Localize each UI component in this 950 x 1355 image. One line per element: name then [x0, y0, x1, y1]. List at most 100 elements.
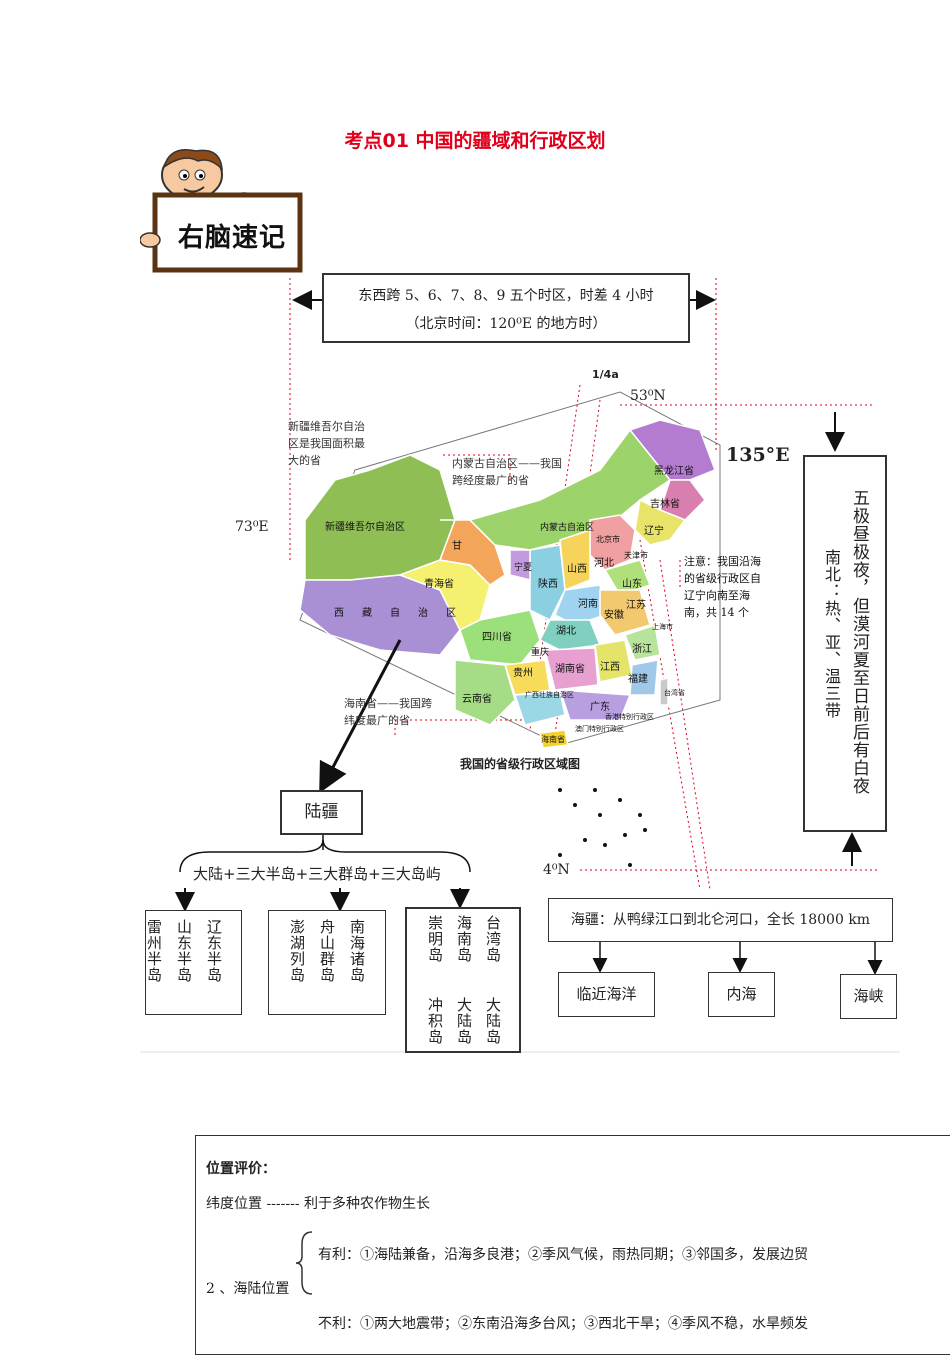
evaluation-cons: 不利：①两大地震带；②东南沿海多台风；③西北干旱；④季风不稳，水旱频发: [318, 1316, 808, 1332]
region-hubei: [538, 619, 602, 651]
province-label: 安徽: [604, 610, 624, 621]
province-label: 青海省: [424, 579, 454, 590]
island-type: 大陆岛: [455, 997, 473, 1045]
province-label: 山西: [567, 564, 587, 575]
region-hunan: [544, 647, 599, 691]
province-label: 广东: [590, 702, 610, 713]
province-label: 重庆: [531, 648, 550, 658]
evaluation-brace: [296, 1231, 313, 1295]
label-quarter: 1/4a: [592, 368, 619, 381]
page-title: 考点01 中国的疆域和行政区划: [344, 130, 606, 152]
evaluation-label: 2 、海陆位置: [206, 1281, 290, 1297]
region-taiwan: [659, 677, 669, 706]
province-label: 江西: [600, 662, 620, 673]
province-label: 河北: [594, 558, 614, 569]
peninsula-item: 辽东半岛: [205, 919, 223, 983]
archipelago-item: 舟山群岛: [318, 919, 336, 983]
china-map: [299, 419, 716, 749]
province-label: 四川省: [482, 632, 512, 643]
region-jilin: [659, 479, 706, 521]
sea-item: 海峡: [853, 987, 884, 1005]
timezone-box: 东西跨 5、6、7、8、9 五个时区，时差 4 小时 （北京时间：120⁰E 的…: [322, 273, 690, 343]
region-zhejiang: [624, 624, 661, 661]
province-label: 黑龙江省: [654, 466, 694, 477]
province-label: 天津市: [624, 551, 648, 560]
polar-sub-text: 南北：热、亚、温三带: [822, 549, 841, 719]
brand-sign-text: 右脑速记: [177, 223, 286, 253]
timezone-line2: （北京时间：120⁰E 的地方时）: [405, 316, 607, 332]
polar-box: 五极昼极夜，但漠河夏至日前后有白夜 南北：热、亚、温三带: [803, 455, 887, 832]
archipelago-item: 南海诸岛: [348, 919, 366, 983]
province-label: 河南: [578, 599, 598, 610]
island-type: 冲积岛: [426, 997, 444, 1045]
note-xinjiang: 新疆维吾尔自治区是我国面积最大的省: [288, 420, 365, 467]
note-hainan: 海南省——我国跨纬度最广的省: [344, 697, 432, 727]
province-label: 江苏: [626, 600, 646, 611]
note-coastal: 注意：我国沿海的省级行政区自辽宁向南至海南，共 14 个: [684, 555, 761, 619]
province-label: 陕西: [538, 579, 558, 590]
province-label: 西藏自治区: [334, 608, 474, 619]
island-type: 大陆岛: [484, 997, 502, 1045]
province-label: 新疆维吾尔自治区: [325, 522, 405, 533]
land-box: 陆疆: [280, 790, 363, 835]
region-xizang: [299, 574, 461, 656]
province-label: 甘: [452, 541, 462, 552]
peninsula-item: 山东半岛: [175, 919, 193, 983]
sea-title: 海疆：从鸭绿江口到北仑河口，全长 18000 km: [570, 912, 871, 928]
land-brace: [179, 839, 471, 873]
region-shaanxi: [529, 544, 566, 622]
evaluation-latitude: 纬度位置 ------- 利于多种农作物生长: [206, 1196, 431, 1212]
province-label: 吉林省: [650, 499, 680, 510]
province-label: 海南省: [541, 735, 565, 744]
province-label: 宁夏: [514, 563, 533, 573]
label-53n: 53⁰N: [630, 388, 666, 404]
province-label: 北京市: [596, 535, 620, 544]
region-anhui-jiangsu: [599, 589, 651, 636]
province-label: 香港特别行政区: [605, 713, 654, 721]
region-hainan: [539, 729, 569, 749]
province-label: 广西壮族自治区: [525, 691, 574, 699]
province-label: 浙江: [632, 644, 652, 655]
region-yunnan: [454, 659, 516, 726]
province-label: 贵州: [513, 668, 533, 679]
label-4n: 4⁰N: [543, 862, 570, 878]
province-label: 福建: [628, 674, 648, 685]
island-name: 海南岛: [455, 915, 473, 963]
island-name: 崇明岛: [426, 915, 444, 963]
map-frame: [299, 391, 721, 746]
province-label: 上海市: [652, 623, 673, 631]
province-label: 湖南省: [555, 664, 585, 675]
map-caption: 我国的省级行政区域图: [460, 757, 581, 771]
sea-item: 临近海洋: [576, 985, 637, 1003]
evaluation-heading: 位置评价：: [206, 1161, 276, 1177]
province-label: 辽宁: [644, 526, 664, 537]
peninsula-item: 雷州半岛: [145, 919, 163, 983]
brand-badge: 右脑速记: [140, 145, 305, 275]
sea-box: 海疆：从鸭绿江口到北仑河口，全长 18000 km: [548, 898, 893, 942]
region-neimenggu: [468, 419, 671, 551]
hainan-arrow: [319, 639, 402, 794]
cartoon-kid-icon: [140, 149, 303, 273]
land-formula: 大陆+三大半岛+三大群岛+三大岛屿: [193, 865, 441, 883]
province-label: 湖北: [556, 626, 576, 637]
label-73e: 73⁰E: [235, 519, 269, 535]
region-guangdong: [558, 689, 632, 721]
region-shandong: [603, 559, 651, 596]
south-sea-islands: [558, 788, 647, 867]
sea-item-box: 海峡: [840, 974, 897, 1019]
polar-main-text: 五极昼极夜，但漠河夏至日前后有白夜: [849, 489, 869, 795]
island-name: 台湾岛: [484, 915, 502, 963]
region-fujian: [629, 659, 659, 696]
province-label: 山东: [622, 579, 642, 590]
region-ningxia: [509, 549, 531, 581]
province-label: 澳门特别行政区: [575, 725, 624, 733]
sea-item-box: 临近海洋: [558, 972, 655, 1017]
archipelago-item: 澎湖列岛: [288, 919, 306, 983]
peninsula-box: 辽东半岛 山东半岛 雷州半岛: [145, 910, 242, 1015]
evaluation-box: 位置评价： 纬度位置 ------- 利于多种农作物生长 有利：①海陆兼备，沿海…: [195, 1135, 950, 1355]
islands-box: 台湾岛 大陆岛 海南岛 大陆岛 崇明岛 冲积岛: [405, 907, 521, 1053]
province-label: 云南省: [462, 694, 492, 705]
region-guizhou: [503, 659, 551, 696]
province-label: 内蒙古自治区: [540, 523, 595, 533]
sea-item-box: 内海: [708, 972, 775, 1017]
